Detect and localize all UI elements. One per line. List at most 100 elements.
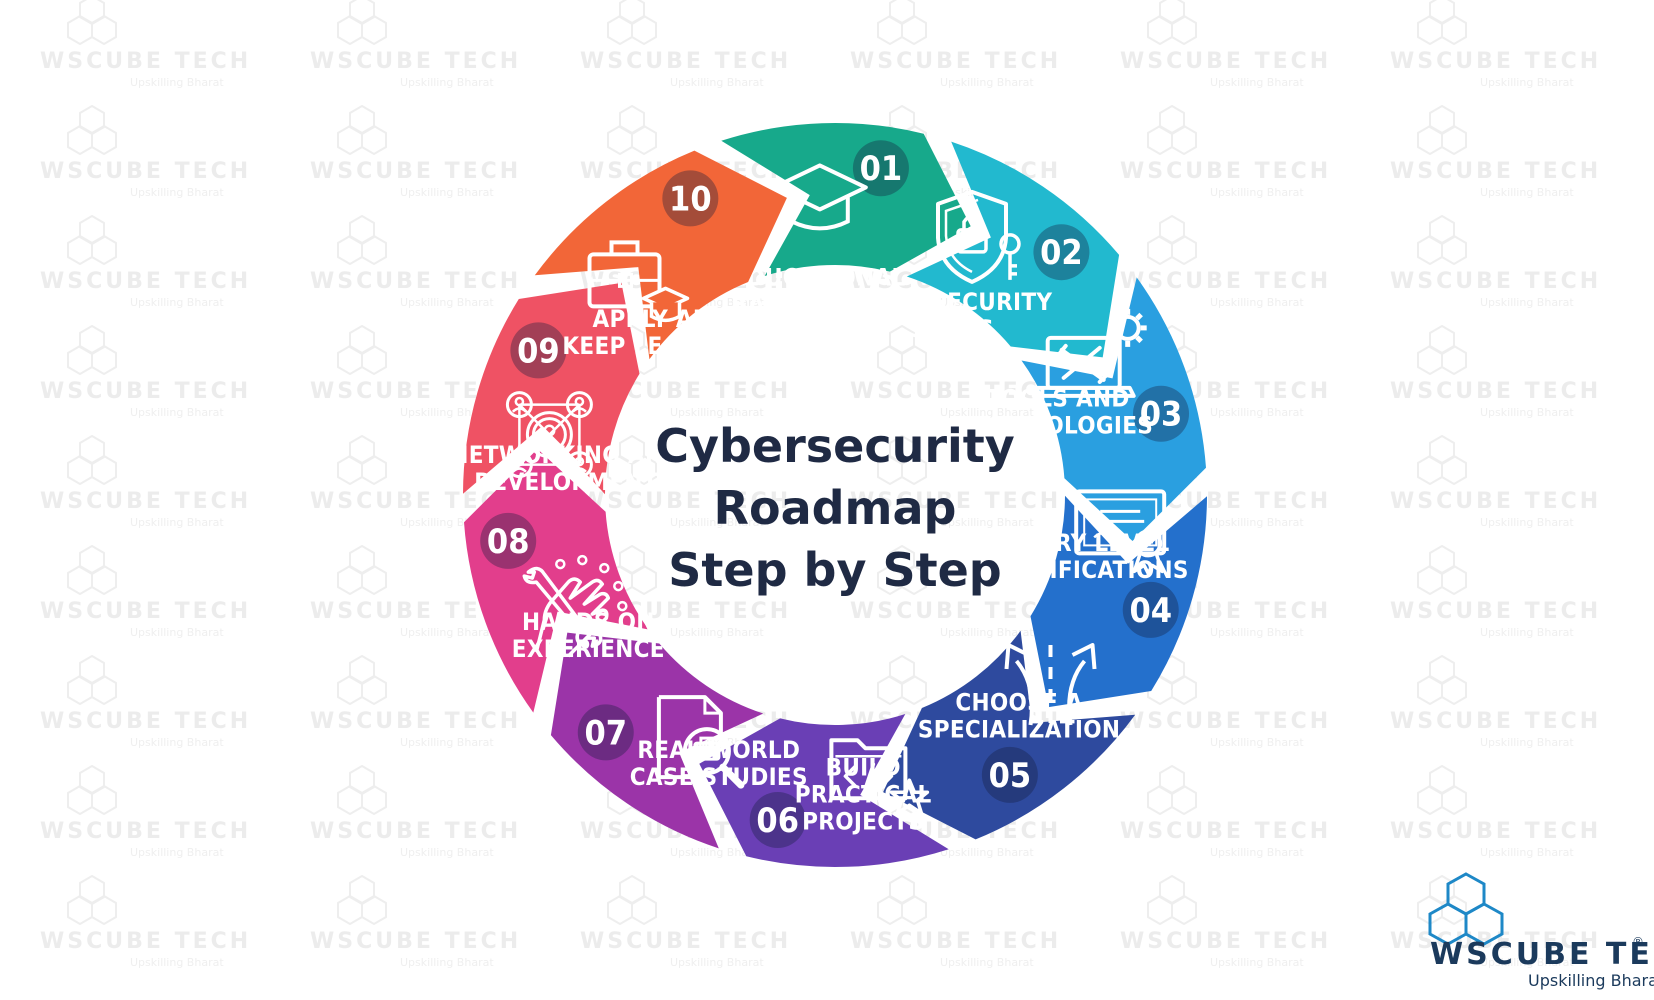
step-08-label-line-1: HANDS ON [522, 608, 655, 636]
watermark-name: WSCUBE TECH [850, 49, 1061, 74]
step-10-number: 10 [669, 179, 712, 219]
step-09-arrow [463, 282, 640, 495]
watermark-tagline: Upskilling Bharat [130, 406, 224, 419]
watermark-tagline: Upskilling Bharat [670, 76, 764, 89]
watermark-tagline: Upskilling Bharat [130, 516, 224, 529]
watermark-tagline: Upskilling Bharat [670, 406, 764, 419]
step-02-badge [1033, 224, 1090, 281]
watermark-tagline: Upskilling Bharat [1480, 406, 1574, 419]
watermark-tile: WSCUBE TECH Upskilling Bharat [40, 435, 251, 529]
watermark-name: WSCUBE TECH [1120, 819, 1331, 844]
brand-logo: WSCUBE TECH ® Upskilling Bharat [1428, 872, 1654, 990]
watermark-tagline: Upskilling Bharat [130, 956, 224, 969]
watermark-name: WSCUBE TECH [1120, 929, 1331, 954]
step-07-number: 07 [584, 713, 627, 753]
watermark-name: WSCUBE TECH [310, 269, 521, 294]
watermark-tagline: Upskilling Bharat [1480, 736, 1574, 749]
step-02-arrow [906, 141, 1120, 358]
step-05-number: 05 [989, 756, 1032, 796]
watermark-name: WSCUBE TECH [40, 599, 251, 624]
watermark-name: WSCUBE TECH [1390, 489, 1601, 514]
watermark-name: WSCUBE TECH [850, 929, 1061, 954]
watermark-name: WSCUBE TECH [850, 599, 1061, 624]
watermark-tagline: Upskilling Bharat [940, 956, 1034, 969]
step-07-label-line-2: CASE STUDIES [630, 763, 808, 791]
step-01-number: 01 [860, 149, 903, 189]
briefcase-cap-icon [587, 240, 690, 323]
watermark-name: WSCUBE TECH [310, 49, 521, 74]
watermark-name: WSCUBE TECH [580, 49, 791, 74]
watermark-name: WSCUBE TECH [580, 929, 791, 954]
watermark-name: WSCUBE TECH [40, 159, 251, 184]
certificate-icon [1074, 489, 1167, 576]
watermark-tagline: Upskilling Bharat [400, 76, 494, 89]
watermark-tagline: Upskilling Bharat [1210, 626, 1304, 639]
watermark-name: WSCUBE TECH [1390, 929, 1601, 954]
watermark-tagline: Upskilling Bharat [670, 846, 764, 859]
watermark-tagline: Upskilling Bharat [670, 956, 764, 969]
watermark-tagline: Upskilling Bharat [130, 186, 224, 199]
step-03-badge [1133, 385, 1190, 442]
watermark-tagline: Upskilling Bharat [1210, 186, 1304, 199]
step-03-arrow [1021, 277, 1206, 541]
step-08-number: 08 [487, 522, 530, 562]
document-magnifier-icon [656, 695, 745, 789]
watermark-name: WSCUBE TECH [1120, 159, 1331, 184]
step-09-number: 09 [517, 331, 560, 371]
watermark-name: WSCUBE TECH [850, 379, 1061, 404]
watermark-name: WSCUBE TECH [850, 489, 1061, 514]
step-03-label-line-1: TOOLS AND [986, 385, 1130, 413]
step-10-label-line-2: KEEP LEARNING [562, 332, 759, 360]
step-06-label-line-1: BUILD [826, 754, 901, 782]
watermark-tagline: Upskilling Bharat [400, 296, 494, 309]
roadmap-cycle: 01EDUCATIONALBACKGROUND02CYBERSECURITYSK… [450, 122, 1207, 868]
step-06-number: 06 [756, 801, 799, 841]
step-05-arrow [883, 630, 1136, 840]
watermark-tile: WSCUBE TECH Upskilling Bharat [580, 0, 791, 89]
watermark-name: WSCUBE TECH [40, 489, 251, 514]
network-people-icon [505, 391, 593, 479]
watermark-name: WSCUBE TECH [1390, 379, 1601, 404]
center-title-line-3: Step by Step [668, 543, 1001, 597]
watermark-tagline: Upskilling Bharat [1210, 736, 1304, 749]
step-04-number: 04 [1129, 591, 1172, 631]
watermark-tagline: Upskilling Bharat [1210, 296, 1304, 309]
watermark-tagline: Upskilling Bharat [130, 736, 224, 749]
step-01-label-line-1: EDUCATIONAL [732, 264, 906, 292]
watermark-tagline: Upskilling Bharat [1480, 846, 1574, 859]
watermark-tagline: Upskilling Bharat [940, 516, 1034, 529]
watermark-tagline: Upskilling Bharat [1480, 76, 1574, 89]
watermark-name: WSCUBE TECH [1390, 269, 1601, 294]
watermark-tagline: Upskilling Bharat [1210, 76, 1304, 89]
brand-name: WSCUBE TECH [1430, 937, 1654, 972]
road-split-icon [1004, 643, 1097, 726]
watermark-tile: WSCUBE TECH Upskilling Bharat [310, 215, 521, 309]
watermark-tile: WSCUBE TECH Upskilling Bharat [580, 875, 791, 969]
step-02-label-line-1: CYBERSECURITY [850, 288, 1052, 316]
watermark-name: WSCUBE TECH [310, 709, 521, 734]
step-05-badge [981, 746, 1038, 803]
watermark-name: WSCUBE TECH [40, 379, 251, 404]
watermark-tile: WSCUBE TECH Upskilling Bharat [40, 105, 251, 199]
laptop-tools-gear-icon [1031, 308, 1147, 398]
watermark-name: WSCUBE TECH [40, 819, 251, 844]
